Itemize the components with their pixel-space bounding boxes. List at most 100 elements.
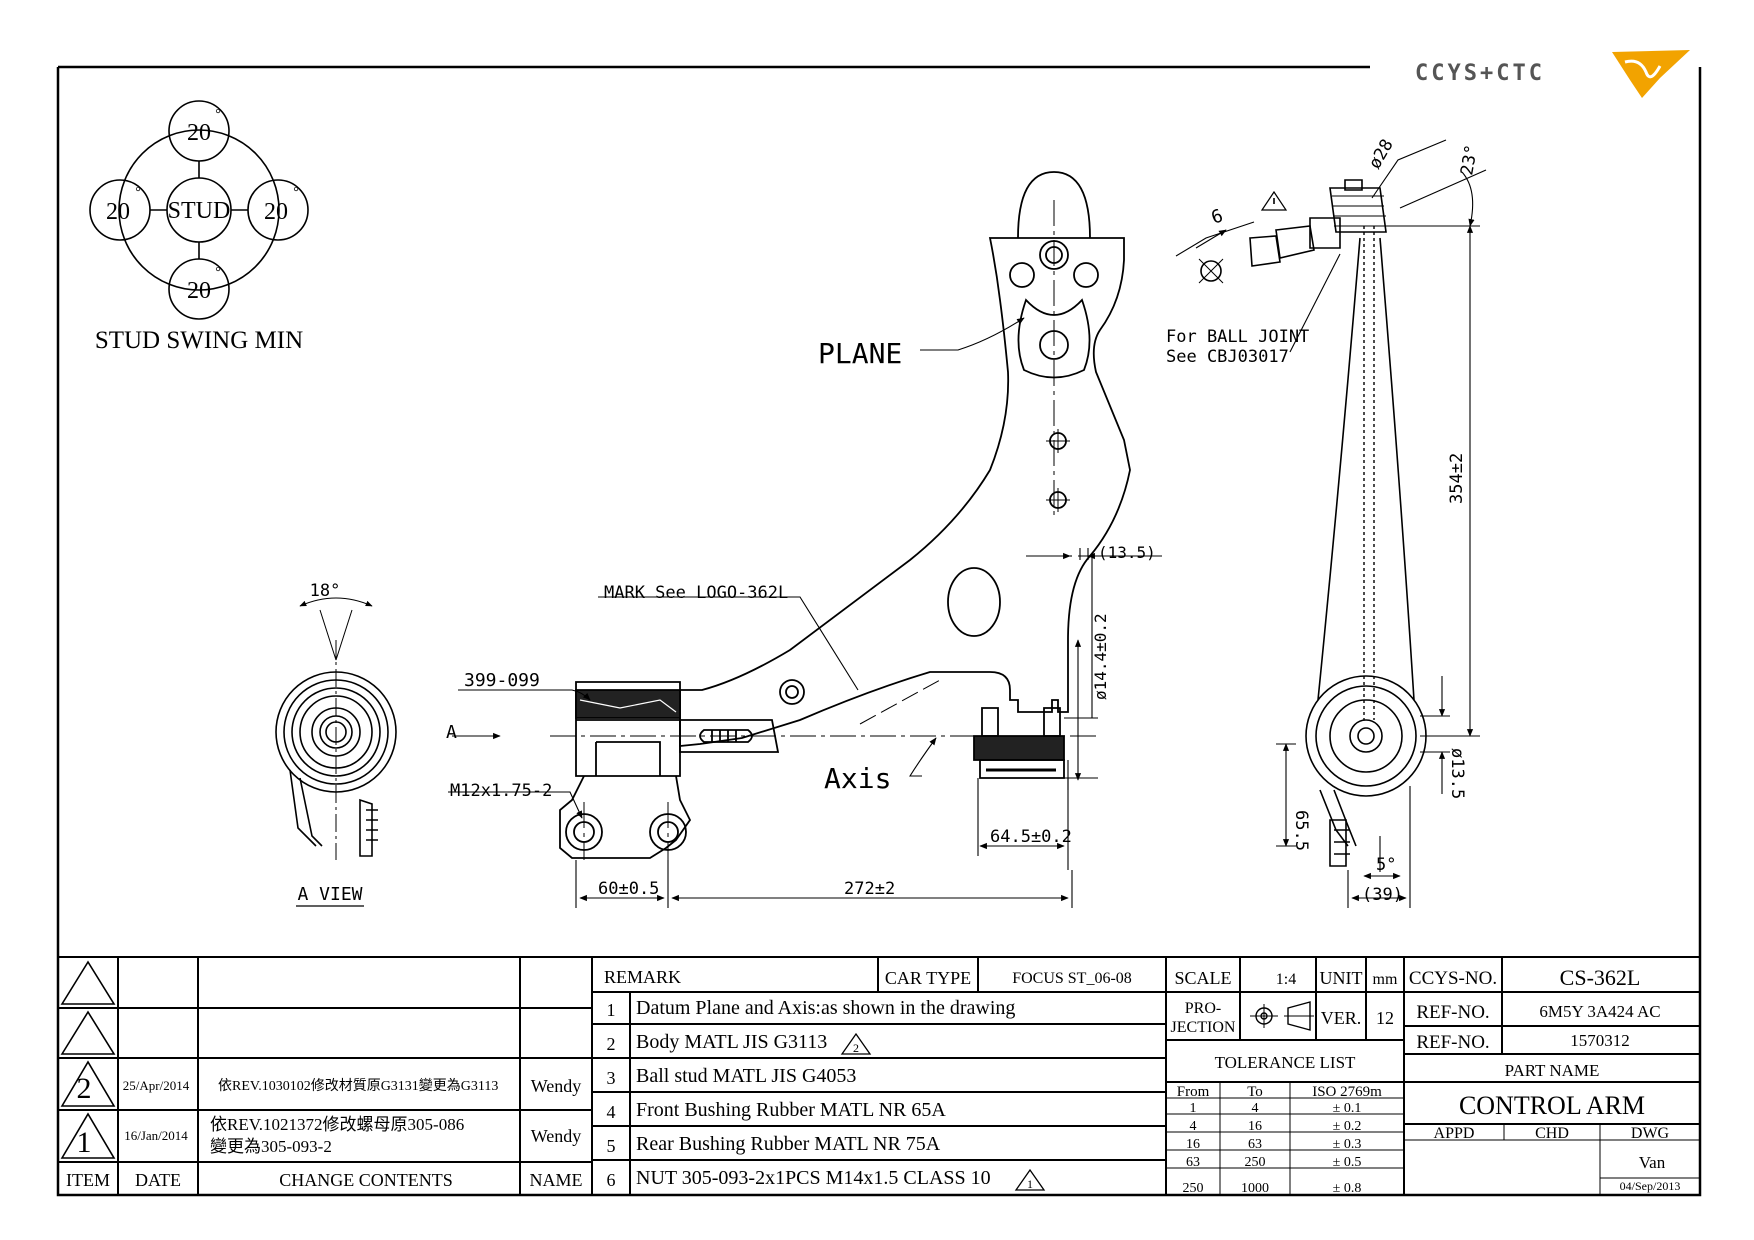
rev-header-date: DATE <box>135 1170 181 1190</box>
sheet-frame <box>56 65 1702 1197</box>
company-logo: CCYS+CTC <box>1415 50 1690 98</box>
dim-64-5: 64.5±0.2 <box>990 827 1072 847</box>
dim-14-4: ø14.4±0.2 <box>1091 613 1110 700</box>
stud-deg-right: ° <box>293 185 299 200</box>
rev-header-item: ITEM <box>66 1170 110 1190</box>
stud-swing-title: STUD SWING MIN <box>95 327 303 354</box>
projection-label-1: PRO- <box>1185 1000 1221 1017</box>
stud-deg-top: ° <box>215 107 221 122</box>
stud-swing-diagram <box>89 100 309 320</box>
part-399-label: 399-099 <box>464 670 540 691</box>
projection-label-2: JECTION <box>1171 1019 1236 1036</box>
tol-from-5: 250 <box>1183 1181 1204 1196</box>
a-view-angle-label: 18° <box>310 581 341 601</box>
ref-no-value-1: 6M5Y 3A424 AC <box>1539 1002 1660 1021</box>
control-arm-top-view <box>559 171 1131 859</box>
revision-flag-triangles <box>60 960 116 1159</box>
tol-from-1: 1 <box>1190 1101 1197 1116</box>
stud-angle-top: 20 <box>187 120 211 146</box>
tol-val-2: ± 0.2 <box>1333 1119 1362 1134</box>
logo-mark <box>1612 50 1690 98</box>
stud-deg-left: ° <box>135 185 141 200</box>
ref-no-value-2: 1570312 <box>1570 1031 1630 1050</box>
remark-no-2: 2 <box>607 1034 616 1054</box>
dim-dia-13-5: ø13.5 <box>1447 748 1467 799</box>
rev-item-1: 1 <box>77 1126 92 1159</box>
dim-6: 6 <box>1209 205 1226 228</box>
rev-header-contents: CHANGE CONTENTS <box>279 1170 453 1190</box>
rev-date-1: 16/Jan/2014 <box>124 1128 188 1143</box>
control-arm-side-view <box>1198 179 1427 867</box>
tol-header-iso: ISO 2769m <box>1312 1084 1382 1100</box>
scale-value: 1:4 <box>1276 971 1296 988</box>
dim-272: 272±2 <box>844 879 895 899</box>
ball-joint-note-1: For BALL JOINT <box>1166 327 1309 347</box>
dim-5-deg: 5° <box>1376 855 1396 875</box>
remark-flag-2: 2 <box>853 1041 859 1055</box>
remark-no-1: 1 <box>607 1000 616 1020</box>
control-arm-centerlines <box>550 200 1096 860</box>
ref-no-label-2: REF-NO. <box>1416 1032 1489 1053</box>
tol-from-3: 16 <box>1186 1137 1200 1152</box>
dim-13-5: (13.5) <box>1098 543 1156 562</box>
remark-no-3: 3 <box>607 1068 616 1088</box>
unit-value: mm <box>1373 971 1398 988</box>
part-name-label: PART NAME <box>1505 1061 1600 1080</box>
tol-to-1: 4 <box>1252 1101 1259 1116</box>
appd-label: APPD <box>1434 1125 1475 1142</box>
dwg-by: Van <box>1639 1153 1666 1172</box>
stud-angle-right: 20 <box>264 199 288 225</box>
remark-flag-1: 1 <box>1027 1177 1033 1191</box>
scale-label: SCALE <box>1174 968 1231 988</box>
rev-contents-2: 依REV.1030102修改材質原G3131變更為G3113 <box>218 1078 498 1094</box>
ref-no-label-1: REF-NO. <box>1416 1002 1489 1023</box>
remark-text-3: Ball stud MATL JIS G4053 <box>636 1065 856 1087</box>
tol-to-4: 250 <box>1245 1155 1266 1170</box>
tol-to-2: 16 <box>1248 1119 1262 1134</box>
dwg-date: 04/Sep/2013 <box>1620 1179 1681 1193</box>
remark-header: REMARK <box>604 967 681 987</box>
stud-center-label: STUD <box>168 198 231 224</box>
tol-to-3: 63 <box>1248 1137 1262 1152</box>
logo-text: CCYS+CTC <box>1415 61 1545 86</box>
remark-no-4: 4 <box>607 1102 616 1122</box>
remark-no-5: 5 <box>607 1136 616 1156</box>
unit-label: UNIT <box>1320 968 1363 988</box>
tol-from-4: 63 <box>1186 1155 1200 1170</box>
stud-deg-bottom: ° <box>215 265 221 280</box>
tol-val-3: ± 0.3 <box>1333 1137 1362 1152</box>
a-view-label: A VIEW <box>297 884 362 905</box>
dim-23-deg: 23° <box>1457 143 1482 177</box>
rev-contents-1b: 變更為305-093-2 <box>210 1137 332 1156</box>
ver-label: VER. <box>1321 1008 1362 1028</box>
dim-60: 60±0.5 <box>598 879 659 899</box>
plane-label: PLANE <box>818 337 902 370</box>
tol-header-from: From <box>1177 1084 1210 1100</box>
tol-to-5: 1000 <box>1241 1181 1269 1196</box>
side-view-dims <box>1175 139 1487 908</box>
rev-contents-1a: 依REV.1021372修改螺母原305-086 <box>210 1115 464 1134</box>
remark-text-6: NUT 305-093-2x1PCS M14x1.5 CLASS 10 <box>636 1167 991 1189</box>
ccys-no-label: CCYS-NO. <box>1409 968 1497 989</box>
control-arm-leaders <box>448 317 1162 908</box>
tol-val-1: ± 0.1 <box>1333 1101 1362 1116</box>
ver-value: 12 <box>1376 1008 1394 1028</box>
rev-item-2: 2 <box>77 1072 92 1105</box>
dim-354: 354±2 <box>1447 453 1467 504</box>
logo-mark-label: MARK See LOGO-362L <box>604 583 788 603</box>
stud-angle-left: 20 <box>106 199 130 225</box>
dim-65-5: 65.5 <box>1291 810 1311 851</box>
thread-label: M12x1.75-2 <box>450 781 552 801</box>
tol-val-4: ± 0.5 <box>1333 1155 1362 1170</box>
rev-header-name: NAME <box>530 1170 583 1190</box>
tol-val-5: ± 0.8 <box>1333 1181 1362 1196</box>
car-type-label: CAR TYPE <box>885 968 971 988</box>
projection-symbol-icon <box>1250 1001 1314 1031</box>
remark-no-6: 6 <box>607 1170 616 1190</box>
ccys-no-value: CS-362L <box>1560 965 1641 990</box>
ball-joint-note-2: See CBJ03017 <box>1166 347 1289 367</box>
dwg-label: DWG <box>1631 1125 1670 1142</box>
chd-label: CHD <box>1535 1125 1569 1142</box>
tolerance-title: TOLERANCE LIST <box>1215 1053 1356 1072</box>
